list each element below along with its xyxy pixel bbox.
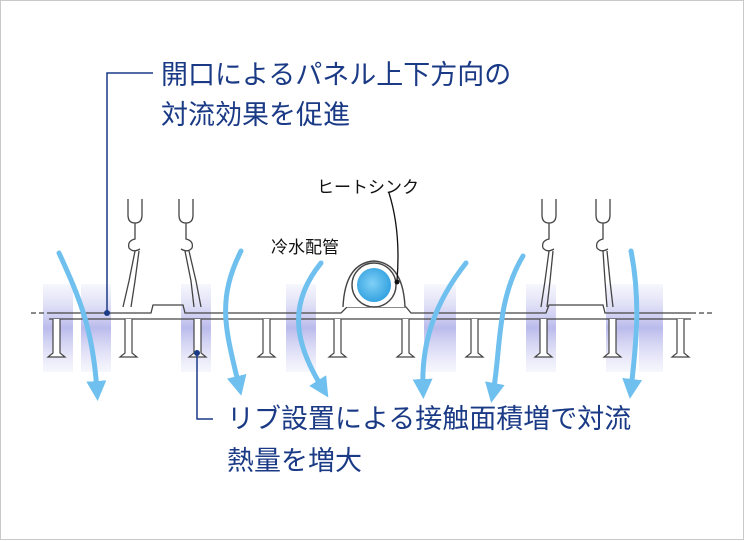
hanger-clip [178,199,202,308]
top-callout-line2: 対流効果を促進 [161,100,350,131]
airflow-arrow [622,248,643,399]
rib [602,319,623,358]
callout-top-dot [104,310,110,316]
cold-water-pipe-core [357,268,391,302]
hanger-clips [122,199,614,308]
hanger-clip [540,199,557,308]
airflow-arrow [223,248,247,396]
bottom-callout-line2: 熱量を増大 [227,446,362,477]
hanger-clip [122,199,143,308]
callout-lines [104,72,213,420]
heatsink-callout [388,192,400,285]
rib [118,319,139,358]
rib [256,319,277,358]
callout-bottom-dot [194,350,200,356]
rib [395,319,416,358]
top-callout-line1: 開口によるパネル上下方向の [161,60,512,91]
hanger-clip [595,199,614,308]
callout-top-leader [106,72,153,313]
airflow-arrow [56,250,107,401]
heatsink-label: ヒートシンク [317,178,419,198]
bottom-callout-line1: リブ設置による接触面積増で対流 [227,404,632,435]
rib [327,319,348,358]
rib [670,319,691,358]
ribs [46,319,691,358]
rib [46,319,67,358]
opening-glow [639,284,663,372]
airflow-arrow [412,260,469,399]
pipe-label: 冷水配管 [271,238,339,258]
rib [464,319,485,358]
airflow-arrow [485,253,526,403]
rib [533,319,554,358]
callout-bottom-leader [196,353,213,420]
airflow-arrows [56,248,643,403]
airflow-arrow [296,260,329,398]
